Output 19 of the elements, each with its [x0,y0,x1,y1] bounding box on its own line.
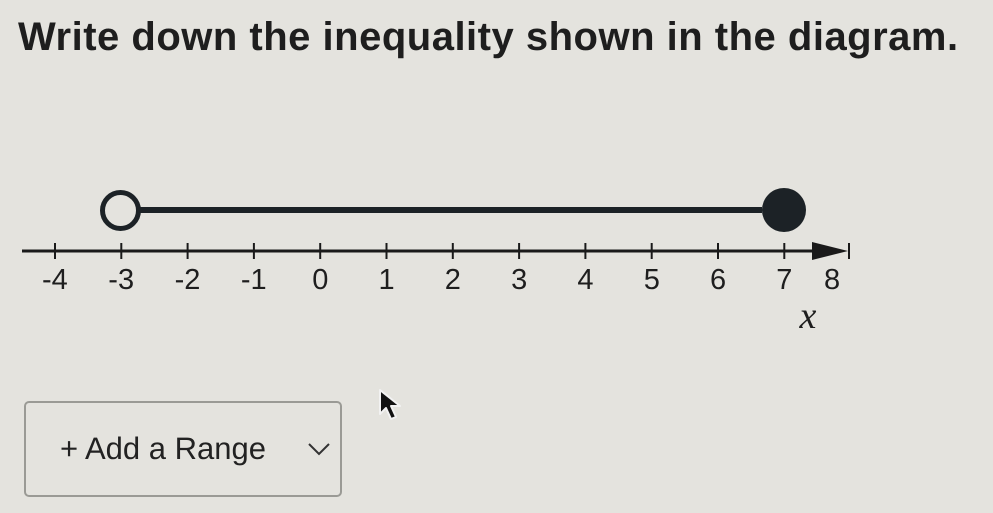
tick-label: -1 [240,265,267,296]
tick-label: -2 [174,265,200,296]
question-heading: Write down the inequality shown in the diagram. [18,14,959,60]
tick-label: 8 [824,265,840,296]
tick-label: -4 [42,265,68,296]
tick-label: 6 [710,265,726,296]
closed-endpoint-marker [762,188,806,232]
open-endpoint-marker [100,190,140,230]
tick-label: -3 [108,265,134,296]
tick-label: 2 [444,265,461,296]
axis-variable: x [800,296,816,336]
tick-label: 7 [776,265,792,296]
range-line [140,207,762,213]
tick-label: 3 [511,265,528,296]
tick-label: 4 [577,265,594,296]
tick-label: 0 [312,265,328,296]
tick-label: 5 [644,265,660,296]
tick-label: 1 [378,265,395,296]
add-range-dropdown: + Add a Range [24,401,342,497]
